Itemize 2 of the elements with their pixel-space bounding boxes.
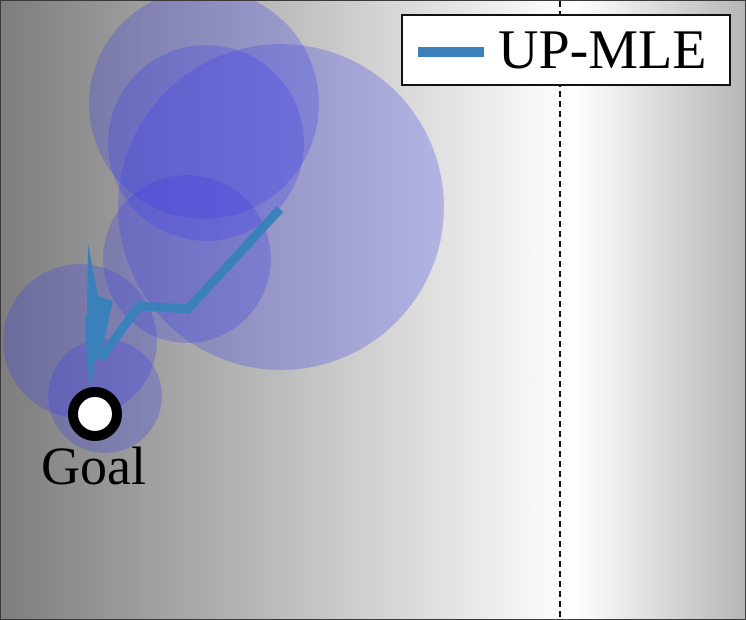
goal-label: Goal <box>41 439 146 493</box>
legend-label: UP-MLE <box>498 22 706 78</box>
